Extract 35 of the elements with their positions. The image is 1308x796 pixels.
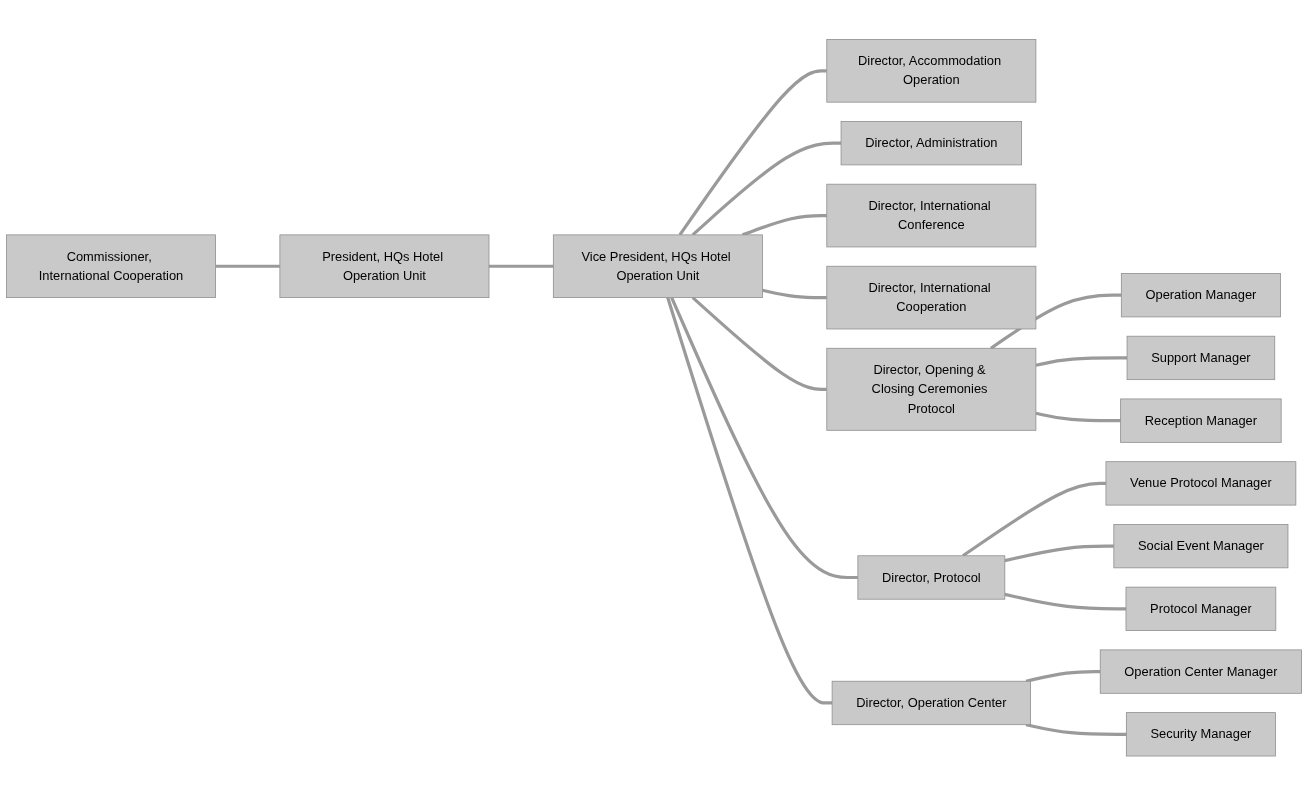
node-box: Director, International Cooperation <box>826 266 1037 330</box>
node-box: Security Manager <box>1125 712 1276 757</box>
node-box: Operation Manager <box>1120 273 1281 318</box>
node-box: Support Manager <box>1126 336 1276 381</box>
node-box: Director, Accommodation Operation <box>826 39 1037 103</box>
node-box: Director, Administration <box>840 121 1022 166</box>
connector <box>489 264 554 269</box>
connector <box>666 297 833 705</box>
connector <box>990 293 1122 350</box>
node-box: Operation Center Manager <box>1099 649 1302 694</box>
connector <box>1035 411 1121 423</box>
connector <box>1004 593 1126 611</box>
connector <box>762 288 827 300</box>
connector <box>215 264 280 269</box>
connector <box>741 214 827 237</box>
connector <box>1004 544 1114 563</box>
node-box: Director, International Conference <box>826 184 1037 248</box>
connector <box>670 297 858 580</box>
node-box: Reception Manager <box>1120 398 1282 444</box>
connector <box>1035 356 1128 368</box>
node-box: Protocol Manager <box>1125 587 1277 632</box>
node-box: Vice President, HQs Hotel Operation Unit <box>552 234 763 299</box>
connector <box>678 69 827 237</box>
connector <box>691 141 842 237</box>
connector <box>1025 723 1127 737</box>
connector <box>691 296 827 392</box>
node-box: Director, Protocol <box>857 555 1006 600</box>
node-box: Director, Operation Center <box>831 681 1031 726</box>
node-box: Director, Opening & Closing Ceremonies Protocol <box>826 348 1037 431</box>
node-box: Commissioner, International Cooperation <box>6 234 216 299</box>
node-box: Social Event Manager <box>1113 524 1289 569</box>
connector <box>961 482 1106 558</box>
node-box: President, HQs Hotel Operation Unit <box>279 234 490 299</box>
node-box: Venue Protocol Manager <box>1105 461 1297 506</box>
connector <box>1025 670 1101 684</box>
